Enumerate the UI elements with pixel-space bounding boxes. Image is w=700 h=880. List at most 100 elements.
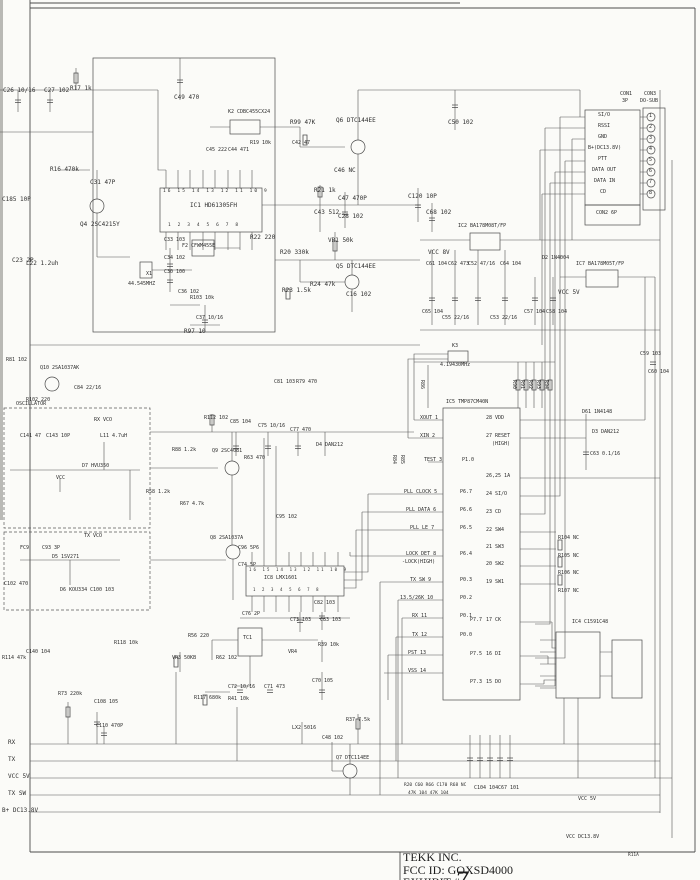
label-microcontroller-47: C63 0.1/16 — [590, 451, 621, 457]
label-microcontroller-0: K3 — [452, 343, 459, 349]
label-microcontroller-52: R90 — [511, 380, 517, 390]
label-microcontroller-24: PLL LE 7 — [410, 525, 435, 531]
label-connectors-4: SI/O — [598, 112, 611, 118]
label-pll_section-18: 1 2 3 4 5 6 7 8 — [253, 587, 321, 592]
label-if_section-19: R20 330k — [280, 249, 309, 256]
label-microcontroller-3: XOUT 1 — [420, 415, 439, 421]
label-if_section-21: Q5 DTC144EE — [336, 263, 376, 270]
label-microcontroller-50: C60 104 — [648, 369, 670, 375]
label-microcontroller-7: 28 VDD — [486, 415, 505, 421]
label-signal_rails-0: RX — [8, 739, 16, 746]
label-audio_section-2: R114 47k — [2, 655, 27, 661]
label-rf_front_end-3: C49 470 — [174, 94, 200, 101]
label-bottom_right-1: R20 C60 R66 C170 R68 NC — [404, 783, 467, 788]
label-if_section-18: R22 220 — [250, 234, 276, 241]
label-audio_section-15: C108 105 — [94, 699, 119, 705]
label-pll_section-1: C81 103 — [274, 379, 296, 385]
label-power_supply-13: C58 104 — [546, 309, 568, 315]
label-if_section-27: C34 102 — [164, 255, 186, 261]
fcc-id: FCC ID: GOXSD4000 — [403, 862, 514, 877]
label-audio_section-8: R39 10k — [318, 642, 340, 648]
label-microcontroller-19: 15 DO — [486, 679, 502, 685]
label-vco_section-3: R102 220 — [26, 397, 51, 403]
label-power_supply-11: C53 22/16 — [490, 315, 518, 321]
label-power_supply-4: C52 47/16 — [468, 261, 496, 267]
label-microcontroller-27: -LOCK(HIGH) — [402, 559, 436, 565]
label-pll_section-16: IC8 LMX1601 — [264, 575, 298, 581]
label-vco_section-11: TX VCO — [84, 533, 103, 539]
label-connectors-8: PTT — [598, 156, 608, 162]
label-audio_section-0: R118 10k — [114, 640, 139, 646]
label-if_section-20: VR1 50k — [328, 237, 354, 244]
label-pll_section-14: C96 5P6 — [238, 545, 260, 551]
label-vco_section-5: RX VCO — [94, 417, 113, 423]
label-audio_section-17: LX2 5016 — [292, 725, 317, 731]
label-audio_section-5: TC1 — [243, 635, 253, 641]
label-if_section-2: 1 2 3 4 5 6 7 8 — [168, 223, 241, 228]
label-power_supply-6: D2 1N4004 — [542, 255, 570, 261]
label-connectors-6: GND — [598, 134, 608, 140]
label-microcontroller-57: R84 — [391, 455, 397, 465]
label-power_supply-2: C61 104 — [426, 261, 448, 267]
label-connectors-19: 8 — [649, 190, 653, 196]
label-pll_section-8: Q9 2SC4081 — [212, 448, 243, 454]
label-vco_section-14: D5 1SV271 — [52, 554, 80, 560]
label-pll_section-3: C85 104 — [230, 419, 252, 425]
label-connectors-14: 3 — [649, 135, 653, 141]
label-microcontroller-12: 23 CD — [486, 509, 502, 515]
label-connectors-16: 5 — [649, 157, 653, 163]
label-rf_front_end-1: C27 102 — [44, 87, 70, 94]
label-pll_section-11: R67 4.7k — [180, 501, 205, 507]
label-microcontroller-55: R93 — [535, 380, 541, 390]
label-signal_rails-1: TX — [8, 756, 16, 763]
label-audio_section-14: R73 220k — [58, 691, 83, 697]
label-if_section-7: C42 47 — [292, 140, 311, 146]
exhibit-label: EXHIBIT #: — [403, 875, 463, 880]
label-if_section-9: Q6 DTC144EE — [336, 117, 376, 124]
label-microcontroller-18: 16 DI — [486, 651, 502, 657]
label-if_section-1: 16 15 14 13 12 11 10 9 — [163, 189, 269, 194]
label-microcontroller-10: 26,25 1A — [486, 473, 511, 479]
label-bottom_right-7: R11A — [628, 853, 639, 858]
label-connectors-11: CD — [600, 189, 607, 195]
label-vco_section-9: D7 HVU350 — [82, 463, 110, 469]
label-connectors-17: 6 — [649, 168, 653, 174]
label-microcontroller-14: 21 SW3 — [486, 544, 505, 550]
label-microcontroller-9: (HIGH) — [492, 441, 511, 447]
label-microcontroller-41: P7.3 — [470, 679, 483, 685]
label-pll_section-12: C95 102 — [276, 514, 298, 520]
label-microcontroller-2: IC5 TMP87CM40N — [446, 399, 489, 405]
label-vco_section-13: C93 3P — [42, 545, 61, 551]
label-microcontroller-16: 19 SW1 — [486, 579, 505, 585]
title-block: TEKK INC. FCC ID: GOXSD4000 EXHIBIT #: 7 — [403, 851, 513, 880]
label-if_section-33: C37 10/16 — [196, 315, 224, 321]
label-microcontroller-56: R94 — [543, 380, 549, 390]
label-audio_section-4: R62 102 — [216, 655, 238, 661]
label-microcontroller-20: PLL CLOCK 5 — [404, 489, 438, 495]
label-bottom_right-6: VCC DC13.8V — [566, 834, 600, 840]
label-vco_section-4: OSCILLATOR — [16, 401, 47, 407]
label-microcontroller-17: 17 CK — [486, 617, 502, 623]
label-microcontroller-44: R106 NC — [558, 570, 580, 576]
label-vco_section-12: FC9 — [20, 545, 30, 551]
label-if_section-11: R21 1k — [314, 187, 336, 194]
label-microcontroller-49: C59 103 — [640, 351, 662, 357]
label-connectors-7: B+(DC13.8V) — [588, 145, 622, 151]
label-microcontroller-1: 4.19430MHz — [440, 362, 471, 368]
label-microcontroller-45: R107 NC — [558, 588, 580, 594]
label-power_supply-8: VCC 5V — [558, 289, 580, 296]
label-pll_section-6: D4 DAN212 — [316, 442, 344, 448]
label-bottom_right-3: C104 104 — [474, 785, 499, 791]
label-pll_section-17: 16 15 14 13 12 11 10 9 — [249, 567, 349, 572]
label-rf_front_end-2: R17 1k — [70, 85, 92, 92]
label-audio_section-12: R41 10k — [228, 696, 250, 702]
label-audio_section-1: C140 104 — [26, 649, 51, 655]
label-vco_section-6: L11 4.7uH — [100, 433, 128, 439]
label-audio_section-10: C72 10/16 — [228, 684, 256, 690]
label-if_section-3: K2 CDBC455CX24 — [228, 109, 271, 115]
label-power_supply-0: IC2 BA178M08T/FP — [458, 223, 507, 229]
label-if_section-6: R19 10k — [250, 140, 272, 146]
label-vco_section-8: C141 47 — [20, 433, 42, 439]
label-rf_front_end-9: L22 1.2uh — [26, 260, 59, 267]
